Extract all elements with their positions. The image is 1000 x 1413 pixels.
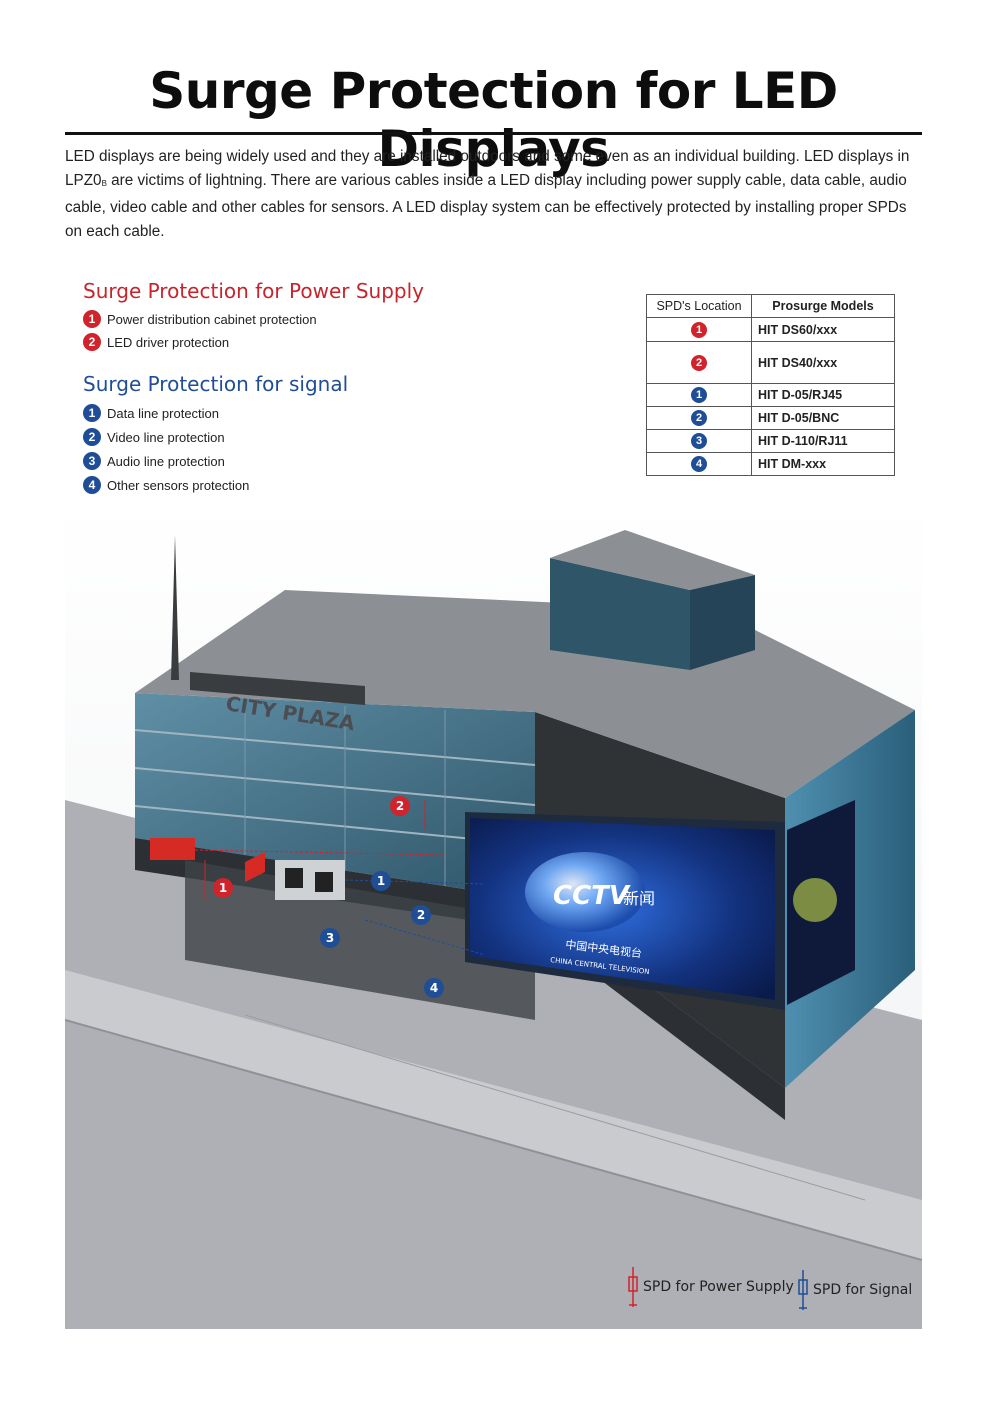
signal-cable: [344, 879, 486, 885]
power-section-heading: Surge Protection for Power Supply: [83, 279, 424, 303]
table-cell-model: HIT DS60/xxx: [751, 317, 895, 342]
lightning-rod: [171, 535, 179, 680]
pavement-line: [244, 1014, 866, 1201]
signal-marker-4: [424, 978, 444, 998]
page-title: Surge Protection for LED Displays: [149, 62, 838, 178]
intro-paragraph: LED displays are being widely used and t…: [65, 145, 925, 244]
power-item-label: LED driver protection: [107, 334, 230, 350]
power-marker-1: [213, 878, 233, 898]
legend-signal-label: SPD for Signal: [813, 1282, 913, 1298]
table-cell-location: 2: [646, 406, 752, 430]
power-number-badge: 1: [83, 310, 101, 328]
title-rule: [65, 132, 922, 135]
sidewalk: [65, 970, 922, 1260]
screen-logo-cn: 新闻: [623, 889, 655, 908]
table-header-row: SPD's Location Prosurge Models: [646, 294, 895, 318]
building-illustration: CITY PLAZA CCTV 新闻 中国中央电视台 CHINA CENTRAL…: [65, 500, 922, 1329]
signal-item-label: Data line protection: [107, 405, 220, 421]
table-header-location: SPD's Location: [646, 294, 752, 318]
intro-subscript: B: [101, 179, 107, 188]
power-item: 1 Power distribution cabinet protection: [83, 309, 317, 329]
power-marker-2-label: 2: [396, 799, 404, 813]
led-driver-box: [245, 852, 265, 882]
power-spd-icon: [628, 1267, 638, 1307]
signal-item: 4 Other sensors protection: [83, 475, 249, 495]
signal-item: 2 Video line protection: [83, 427, 225, 447]
signal-section-heading: Surge Protection for signal: [83, 372, 349, 396]
table-cell-location: 4: [646, 452, 752, 476]
power-number-badge: 2: [83, 333, 101, 351]
table-number-badge: 2: [691, 410, 707, 426]
signal-marker-1: [371, 871, 391, 891]
rooftop-box-side: [690, 575, 755, 670]
signal-item-label: Video line protection: [107, 429, 225, 445]
signal-marker-2: [411, 905, 431, 925]
legend-signal: SPD for Signal: [797, 1270, 913, 1310]
side-screen-globe: [793, 878, 837, 922]
intro-text-2: are victims of lightning. There are vari…: [65, 172, 907, 240]
signal-marker-4-label: 4: [430, 981, 438, 995]
table-number-badge: 4: [691, 456, 707, 472]
table-cell-model: HIT D-05/RJ45: [751, 383, 895, 407]
table-cell-location: 3: [646, 429, 752, 453]
signal-item-label: Other sensors protection: [107, 477, 250, 493]
screen-logo: CCTV: [553, 881, 631, 911]
power-marker-2: [390, 796, 410, 816]
signal-item: 1 Data line protection: [83, 403, 219, 423]
power-marker-1-label: 1: [219, 881, 227, 895]
power-item: 2 LED driver protection: [83, 332, 229, 352]
power-cable: [194, 849, 446, 856]
table-row: 4 HIT DM-xxx: [646, 452, 895, 476]
equipment-unit: [285, 868, 303, 888]
floor-line: [134, 767, 536, 806]
table-cell-location: 2: [646, 341, 752, 384]
curb-line: [65, 1019, 922, 1261]
signal-cable: [364, 919, 486, 956]
signal-number-badge: 2: [83, 428, 101, 446]
equipment-unit: [315, 872, 333, 892]
signal-item-label: Audio line protection: [107, 453, 225, 469]
signal-number-badge: 3: [83, 452, 101, 470]
rooftop-box-top: [550, 530, 755, 590]
spd-models-table: SPD's Location Prosurge Models 1 HIT DS6…: [646, 294, 895, 476]
table-row: 1 HIT D-05/RJ45: [646, 383, 895, 407]
table-number-badge: 2: [691, 354, 707, 371]
table-cell-location: 1: [646, 383, 752, 407]
building-front-facade: [135, 693, 535, 900]
signal-spd-icon: [798, 1270, 808, 1310]
floor-line: [134, 729, 536, 766]
table-number-badge: 3: [691, 433, 707, 449]
ground-floor-storefront: [185, 860, 535, 1020]
screen-globe: [525, 852, 645, 932]
signal-marker-2-label: 2: [417, 908, 425, 922]
power-item-label: Power distribution cabinet protection: [107, 311, 317, 327]
table-row: 2 HIT D-05/BNC: [646, 406, 895, 430]
signal-marker-1-label: 1: [377, 874, 385, 888]
table-cell-model: HIT D-05/BNC: [751, 406, 895, 430]
table-row: 3 HIT D-110/RJ11: [646, 429, 895, 453]
table-number-badge: 1: [691, 321, 707, 338]
table-cell-location: 1: [646, 317, 752, 342]
signal-number-badge: 1: [83, 404, 101, 422]
legend-power: SPD for Power Supply: [627, 1267, 794, 1307]
rooftop-box-front: [550, 558, 690, 670]
signal-number-badge: 4: [83, 476, 101, 494]
signal-marker-3-label: 3: [326, 931, 334, 945]
table-cell-model: HIT D-110/RJ11: [751, 429, 895, 453]
table-cell-model: HIT DS40/xxx: [751, 341, 895, 384]
intro-text-1: LED displays are being widely used and t…: [65, 148, 910, 189]
signal-item: 3 Audio line protection: [83, 451, 225, 471]
signal-marker-3: [320, 928, 340, 948]
table-number-badge: 1: [691, 387, 707, 403]
roof-parapet: [190, 672, 365, 705]
legend-power-label: SPD for Power Supply: [643, 1279, 794, 1295]
table-row: 2 HIT DS40/xxx: [646, 341, 895, 384]
table-header-models: Prosurge Models: [751, 294, 895, 318]
table-cell-model: HIT DM-xxx: [751, 452, 895, 476]
distribution-cabinet: [150, 838, 195, 860]
table-row: 1 HIT DS60/xxx: [646, 317, 895, 342]
